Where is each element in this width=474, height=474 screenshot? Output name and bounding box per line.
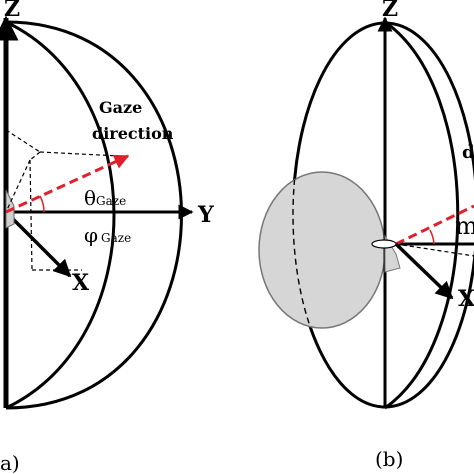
panel-b-eye-marker [371,239,397,249]
panel-a-caption: a) [0,451,20,474]
panel-a-x-axis [4,210,72,278]
panel-a-theta-label: θGaze [84,186,126,210]
panel-a-phi-subscript: Gaze [101,231,131,245]
panel-b-theta-arc [429,229,435,245]
panel-b-head-shape [258,171,386,329]
panel-a-meridian-arc [5,20,116,410]
panel-a-gaze-arrow [5,154,130,214]
panel-a-z-label: Z [4,0,20,22]
panel-b-construction-line [395,243,474,257]
panel-a-gaze-label-line1: Gaze [99,98,142,117]
panel-a-theta-subscript: Gaze [96,194,126,208]
panel-a-construction-lines [5,129,121,271]
panel-a-theta-symbol: θ [84,186,96,210]
panel-a-hemisphere-outline [5,20,183,410]
panel-a-x-label: X [72,270,90,296]
panel-b-caption: (b) [375,447,403,471]
panel-b-theta-partial: m [455,212,474,240]
panel-b-z-label: Z [382,0,398,22]
panel-a-theta-arc [39,195,45,213]
panel-b-gaze-arrow [395,204,474,246]
panel-a-gaze-label-line2: direction [92,124,174,143]
panel-a-y-label: Y [197,202,214,228]
panel-b-meridian-arc [384,20,460,410]
panel-a-phi-symbol: φ [84,223,98,247]
panel-b: Z X d m (b) [258,0,474,471]
panel-b-x-label: X [458,286,474,312]
panel-b-x-axis [394,242,454,300]
panel-b-gaze-label-partial: d [462,142,474,163]
